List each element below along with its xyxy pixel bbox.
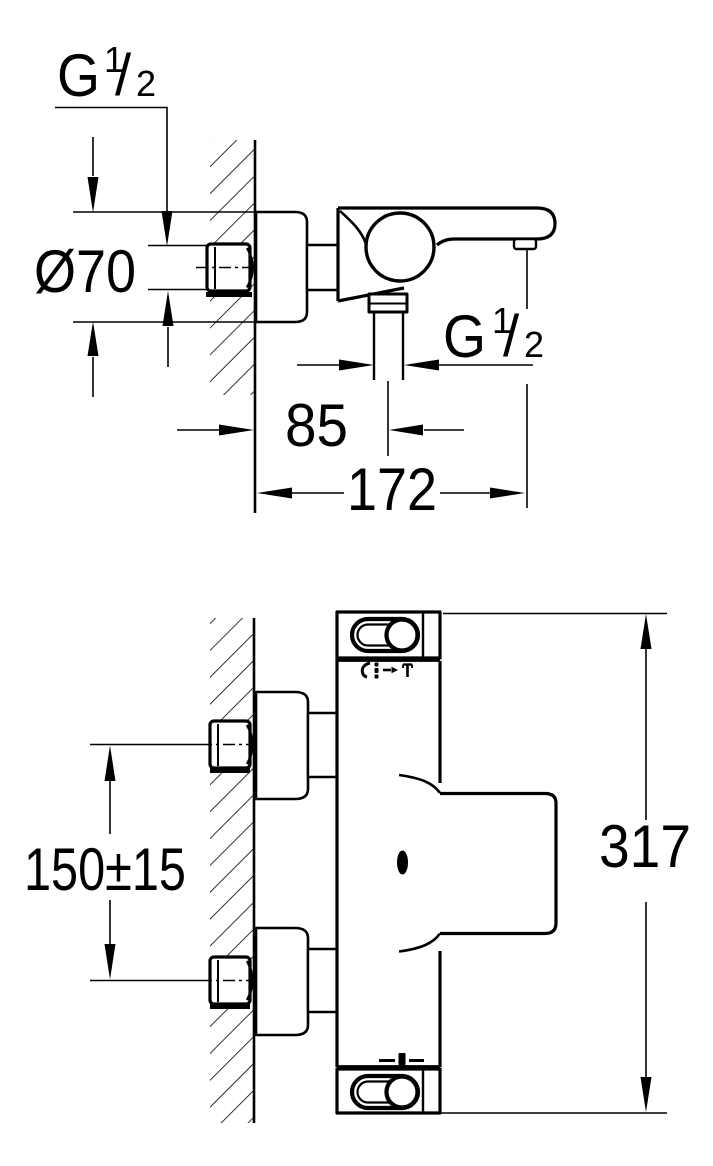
mixer-body — [336, 206, 557, 380]
lower-connection — [200, 926, 340, 1037]
dim-label: / — [115, 43, 132, 108]
dot-scale-icon — [374, 668, 379, 673]
spout — [338, 206, 557, 247]
economy-marking-icons — [379, 1053, 424, 1066]
dim-label: 1 — [492, 300, 512, 341]
front-view: 150±15 317 — [24, 610, 691, 1123]
dim-total-height: 317 — [440, 612, 691, 1114]
dim-escutcheon-diameter: Ø70 — [34, 137, 136, 397]
side-view: G 1 / 2 Ø70 85 — [34, 39, 557, 523]
control-markings-icons — [360, 661, 413, 679]
thermostat-body — [335, 612, 558, 1113]
dim-reach: 172 — [257, 249, 528, 523]
dim-g12-bottom: G 1 / 2 — [297, 300, 544, 371]
control-knob-circle — [364, 211, 436, 283]
dim-label: 317 — [599, 813, 691, 880]
dim-label: 172 — [347, 456, 437, 523]
dot-scale-icon — [374, 662, 379, 667]
dim-label: G — [57, 42, 100, 109]
dim-label: 150±15 — [24, 836, 186, 903]
union-nut — [196, 242, 258, 297]
dim-g12-top: G 1 / 2 — [55, 39, 174, 367]
indicator-dot-icon — [397, 850, 408, 875]
top-handle-cap — [335, 610, 442, 662]
spout-block — [440, 791, 558, 936]
dim-label: 2 — [524, 324, 544, 365]
connector — [305, 243, 340, 292]
escutcheon — [254, 926, 310, 1037]
dim-label: / — [503, 304, 520, 369]
dash-arrow-icon — [391, 666, 398, 674]
bottom-handle-cap — [335, 1065, 442, 1115]
upper-connection — [200, 690, 340, 801]
escutcheon — [254, 690, 310, 801]
connector — [306, 947, 340, 1014]
dim-label: G — [443, 303, 486, 370]
dim-label: Ø70 — [34, 238, 136, 305]
escutcheon — [254, 210, 309, 324]
aerator-nub — [512, 237, 538, 251]
wall-hatch — [210, 618, 254, 1123]
handle-button-icon — [384, 617, 420, 653]
connector — [306, 711, 340, 779]
dim-outlet-offset: 85 — [177, 381, 464, 459]
curved-arrow-icon — [360, 661, 371, 679]
dim-label: 1 — [104, 39, 124, 80]
stop-marker-icon — [398, 1053, 406, 1066]
dim-connection-spacing: 150±15 — [24, 745, 186, 980]
dim-label: 85 — [285, 392, 348, 459]
dot-scale-icon — [374, 674, 379, 679]
handle-button-icon — [384, 1074, 420, 1110]
dim-label: 2 — [136, 63, 156, 104]
